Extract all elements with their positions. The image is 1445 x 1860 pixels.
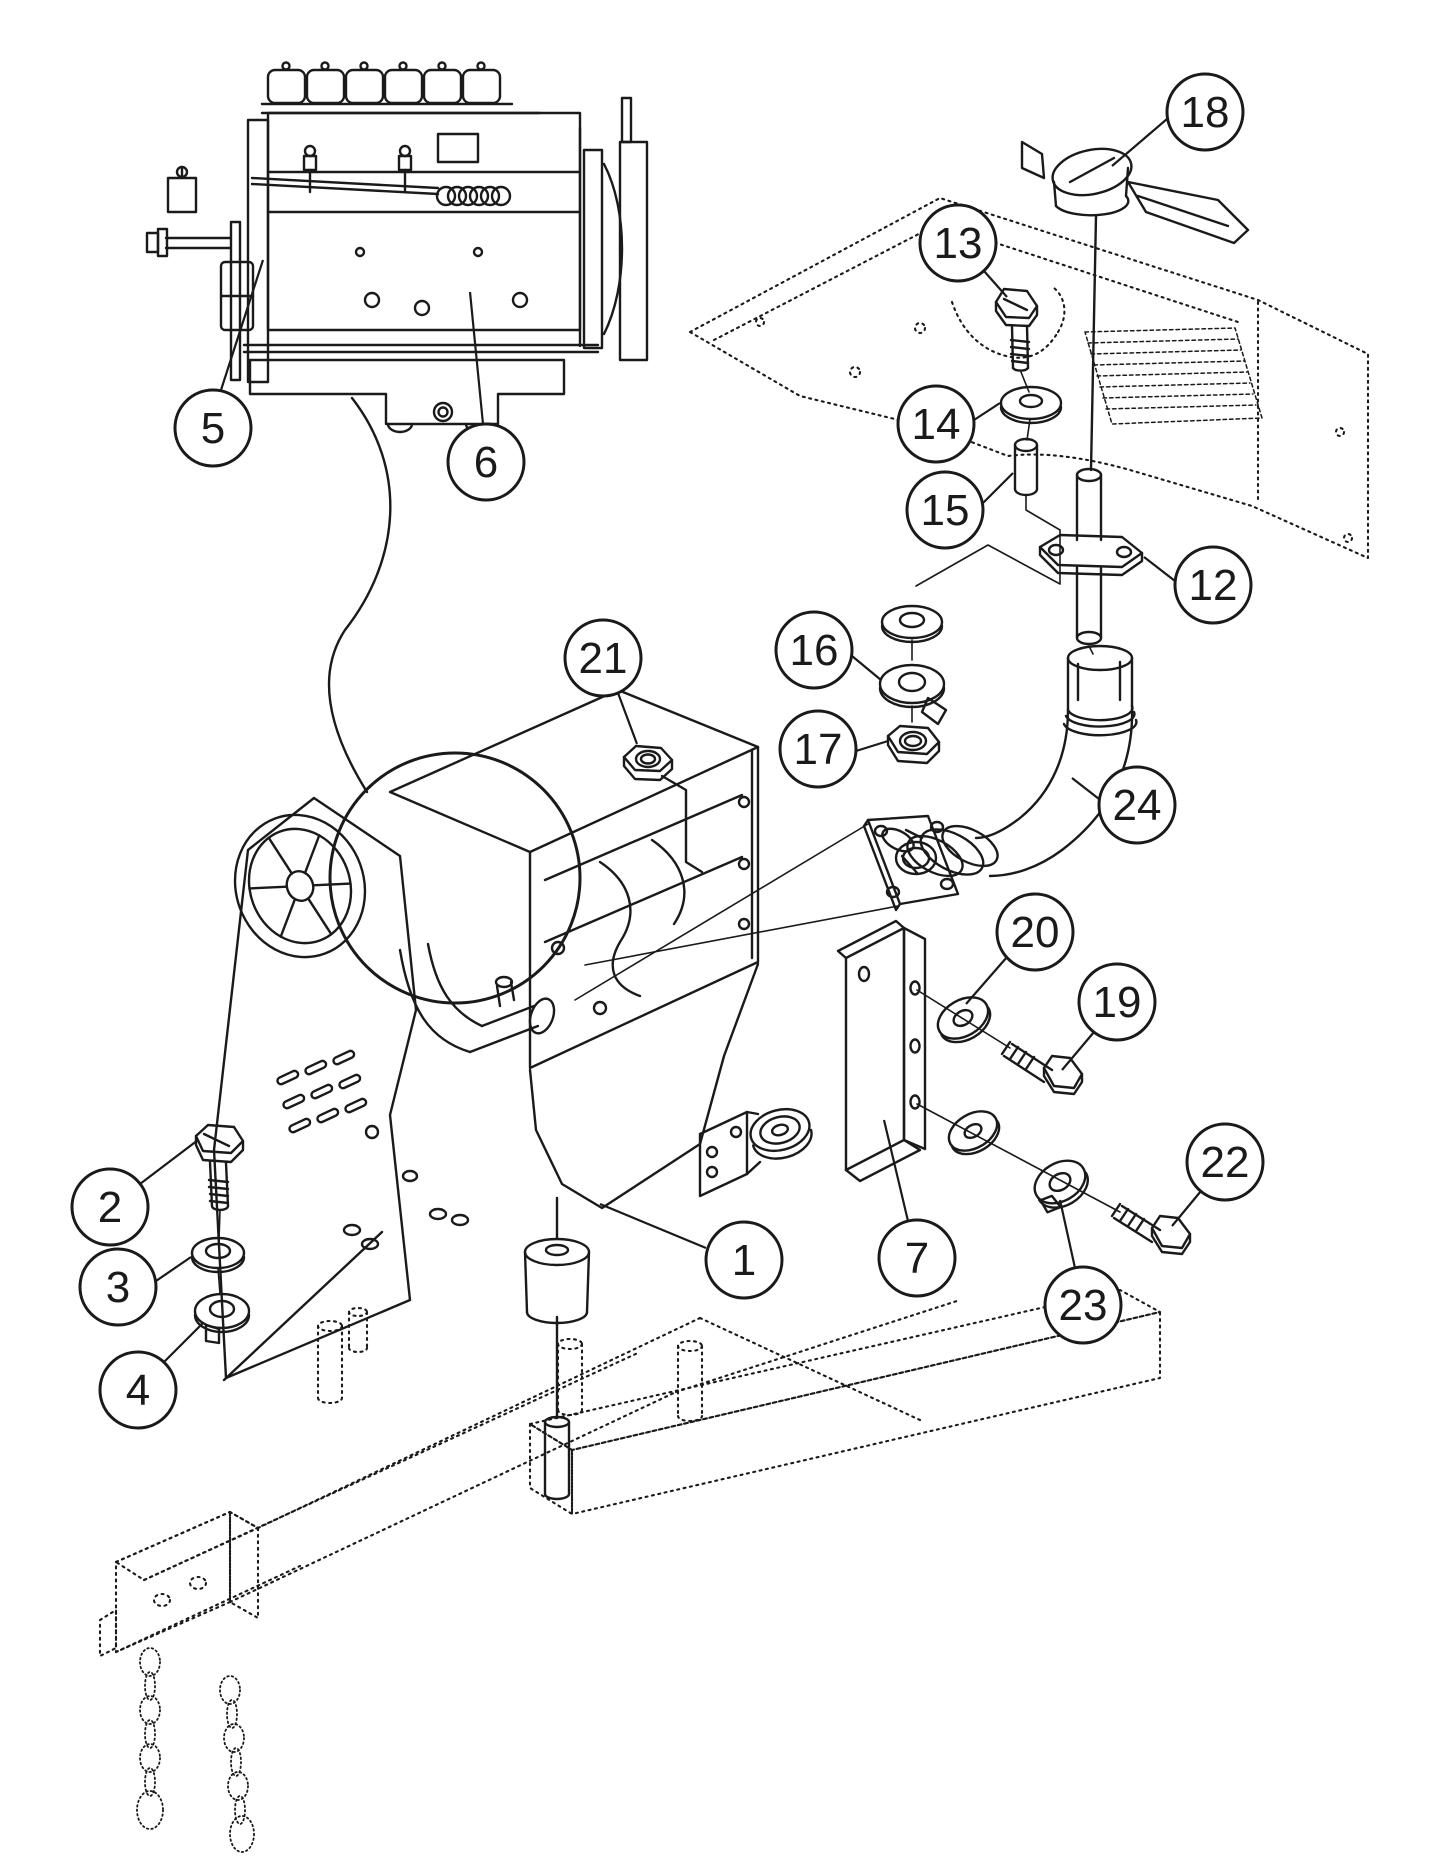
callout-23: 23 — [1043, 1199, 1123, 1345]
bolt-2 — [194, 1123, 245, 1241]
svg-text:16: 16 — [790, 626, 839, 675]
svg-text:2: 2 — [98, 1183, 122, 1232]
svg-text:7: 7 — [905, 1234, 929, 1283]
washer-14 — [999, 385, 1063, 441]
callout-6: 6 — [446, 291, 526, 502]
svg-text:17: 17 — [794, 725, 843, 774]
reference-curve — [327, 396, 392, 794]
frame-brace-1 — [698, 1316, 922, 1422]
left-hardware — [190, 1123, 251, 1345]
mount-stud — [543, 1492, 571, 1501]
shroud-vents — [276, 1049, 368, 1134]
crank-pulley — [229, 220, 242, 382]
callout-2: 2 — [70, 1139, 199, 1247]
svg-text:12: 12 — [1189, 561, 1238, 610]
washer-3 — [190, 1236, 246, 1295]
lock-washer-16 — [878, 663, 946, 705]
svg-text:22: 22 — [1201, 1138, 1250, 1187]
cover-grille-hatch — [1087, 338, 1257, 410]
svg-text:20: 20 — [1011, 908, 1060, 957]
svg-text:15: 15 — [921, 486, 970, 535]
frame-front-face — [570, 1310, 1162, 1516]
axis-upper — [916, 989, 1011, 1049]
callout-24: 24 — [1071, 765, 1177, 845]
frame-brace-2 — [674, 1298, 962, 1394]
engine-side-view — [145, 61, 649, 434]
svg-text:18: 18 — [1181, 88, 1230, 137]
lock-washer-23 — [1033, 1159, 1089, 1214]
belt-guard-cover-dotted — [688, 196, 1370, 560]
callout-20: 20 — [965, 892, 1075, 1005]
callout-14: 14 — [896, 384, 1001, 464]
washer-20 — [936, 996, 992, 1044]
callout-4: 4 — [98, 1322, 204, 1430]
right-engine-mount — [698, 1107, 813, 1198]
dipstick-rod — [1089, 214, 1098, 472]
callout-17: 17 — [778, 709, 889, 789]
callout-5: 5 — [173, 259, 265, 468]
cover-outline — [688, 196, 1370, 560]
manifold-curve-2 — [650, 838, 686, 926]
callout-12: 12 — [1143, 545, 1253, 625]
axis-lower — [916, 1103, 1121, 1213]
svg-text:24: 24 — [1113, 781, 1162, 830]
bolt-19 — [1000, 1040, 1084, 1096]
front-plate — [246, 118, 270, 384]
svg-text:3: 3 — [106, 1263, 130, 1312]
center-engine-mount — [523, 1196, 591, 1501]
dipstick-handle — [1020, 140, 1250, 245]
bolt-22 — [1110, 1202, 1192, 1256]
callout-22: 22 — [1171, 1122, 1265, 1227]
cover-grille-border — [1084, 327, 1263, 425]
svg-text:1: 1 — [732, 1236, 756, 1285]
stack-link-line — [915, 529, 1061, 587]
oil-pan-iso — [528, 962, 760, 1210]
callout-13: 13 — [918, 203, 1008, 298]
svg-text:19: 19 — [1093, 978, 1142, 1027]
callout-16: 16 — [774, 610, 882, 690]
cooling-fan — [233, 813, 367, 959]
fan-shroud — [212, 796, 418, 1380]
flange-leader-1 — [574, 823, 869, 1001]
tongue-edge-2 — [228, 1390, 678, 1604]
spacer-15 — [1013, 437, 1061, 531]
bolt-13 — [994, 287, 1039, 393]
governor-spring — [435, 185, 512, 207]
svg-text:13: 13 — [934, 219, 983, 268]
callout-18: 18 — [1111, 72, 1245, 167]
svg-text:5: 5 — [201, 404, 225, 453]
frame-boss-4 — [676, 1339, 704, 1423]
svg-text:14: 14 — [912, 400, 961, 449]
callout-1: 1 — [599, 1202, 784, 1300]
oil-pan-top — [248, 358, 566, 426]
svg-text:4: 4 — [126, 1366, 150, 1415]
fitting-nut — [622, 744, 704, 874]
callouts: 1 2 3 4 5 6 7 12 — [70, 72, 1265, 1430]
svg-text:6: 6 — [474, 438, 498, 487]
callout-3: 3 — [78, 1247, 192, 1327]
callout-15: 15 — [905, 470, 1014, 550]
washer-stack — [878, 604, 948, 765]
flange-leader-2 — [584, 905, 899, 966]
callout-19: 19 — [1061, 962, 1157, 1071]
mount-bracket-7 — [836, 919, 927, 1183]
engine-front-face — [528, 745, 760, 1070]
manifold-curve-1 — [598, 860, 642, 998]
svg-text:21: 21 — [579, 634, 628, 683]
lock-washer-4 — [193, 1292, 251, 1345]
hitch-box-side — [228, 1510, 260, 1620]
safety-chains-dotted — [136, 1647, 255, 1853]
callout-21: 21 — [563, 618, 643, 745]
washer-lower — [947, 1110, 1001, 1156]
engine-isometric — [212, 688, 813, 1501]
dipstick-assembly — [574, 140, 1250, 1001]
callout-7: 7 — [877, 1119, 957, 1298]
magnifier-circle — [328, 751, 582, 1005]
svg-text:23: 23 — [1059, 1281, 1108, 1330]
exhaust-elbow — [398, 942, 556, 1054]
exhaust-flange-plate — [574, 814, 960, 1001]
right-hardware — [836, 919, 1192, 1256]
